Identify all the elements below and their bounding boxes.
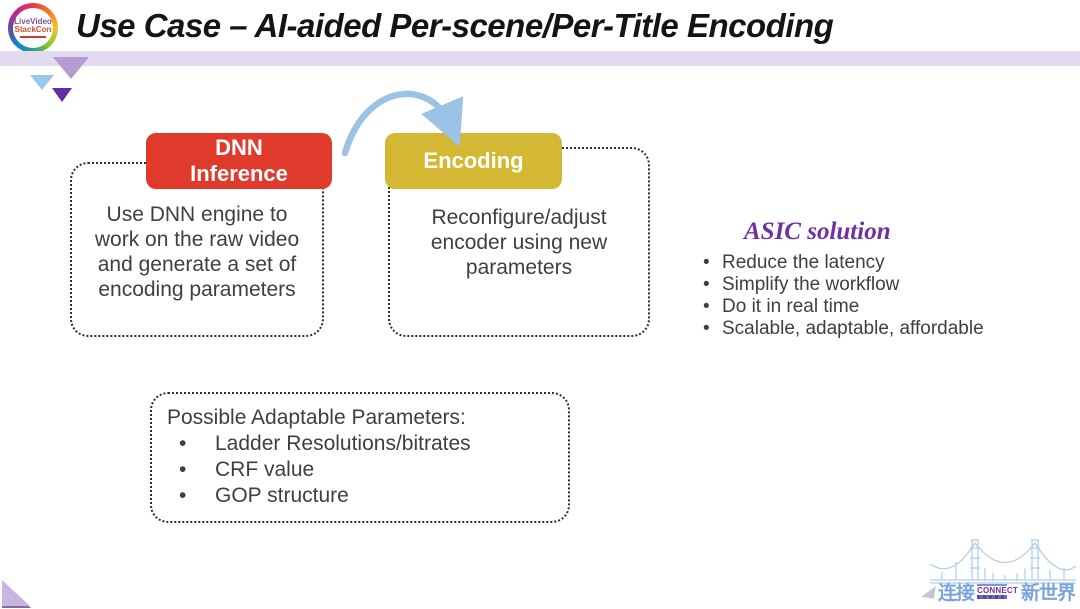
adaptable-parameters-content: Possible Adaptable Parameters: Ladder Re… — [167, 405, 560, 509]
encoding-box: Encoding — [385, 133, 562, 189]
dnn-inference-box: DNN Inference — [146, 133, 332, 189]
curved-arrow-icon — [341, 90, 464, 157]
dnn-label-line2: Inference — [190, 161, 288, 186]
brand-connect-text: CONNECT — [977, 585, 1018, 595]
adaptable-parameters-box: Possible Adaptable Parameters: Ladder Re… — [150, 392, 570, 523]
brand-connect-bar — [977, 594, 1008, 599]
conference-logo: LiveVideo StackCon — [8, 3, 58, 53]
decor-triangle-purple — [53, 57, 89, 79]
brand-triangle-icon — [921, 584, 936, 599]
parameters-heading: Possible Adaptable Parameters: — [167, 406, 466, 429]
asic-bullet: Simplify the workflow — [700, 274, 1070, 296]
logo-line1: LiveVideo — [14, 17, 52, 26]
corner-triangle — [2, 580, 30, 606]
parameters-bullet: GOP structure — [167, 483, 560, 509]
header-accent-band — [0, 51, 1080, 66]
asic-bullet: Do it in real time — [700, 296, 1070, 318]
parameters-bullet: Ladder Resolutions/bitrates — [167, 431, 560, 457]
asic-heading: ASIC solution — [744, 218, 891, 245]
bridge-illustration — [929, 539, 1077, 584]
parameters-bullet: CRF value — [167, 457, 560, 483]
asic-bullet: Scalable, adaptable, affordable — [700, 318, 1070, 340]
asic-bullet-list: Reduce the latency Simplify the workflow… — [700, 252, 1070, 340]
slide-title: Use Case – AI-aided Per-scene/Per-Title … — [76, 7, 834, 44]
dnn-desc-line: and generate a set of — [97, 253, 297, 276]
footer-brand: 连接 CONNECT 新世界 — [921, 580, 1076, 604]
encoding-description-text: Reconfigure/adjust encoder using new par… — [394, 205, 644, 280]
encoding-label: Encoding — [423, 148, 524, 173]
asic-solution-section: ASIC solution Reduce the latency Simplif… — [700, 218, 1070, 340]
brand-connect-topbar — [977, 583, 1008, 586]
conference-logo-text: LiveVideo StackCon — [13, 8, 53, 48]
decor-triangle-blue — [30, 75, 54, 90]
brand-cn-new-world: 新世界 — [1020, 582, 1076, 604]
dnn-description-text: Use DNN engine to work on the raw video … — [76, 202, 318, 302]
dnn-desc-line: Use DNN engine to — [106, 203, 288, 226]
parameters-bullet-list: Ladder Resolutions/bitrates CRF value GO… — [167, 431, 560, 509]
brand-cn-connect: 连接 — [938, 582, 975, 604]
logo-line2: StackCon — [14, 25, 52, 34]
decor-triangle-violet — [52, 88, 72, 102]
dnn-desc-line: work on the raw video — [94, 228, 300, 251]
encoding-desc-line: encoder using new — [430, 231, 608, 254]
logo-rule — [20, 36, 46, 38]
brand-connect-block: CONNECT — [977, 583, 1018, 599]
dnn-label-line1: DNN — [215, 135, 263, 160]
encoding-desc-line: Reconfigure/adjust — [431, 206, 607, 229]
dnn-description-box: Use DNN engine to work on the raw video … — [70, 162, 324, 337]
asic-bullet: Reduce the latency — [700, 252, 1070, 274]
dnn-desc-line: encoding parameters — [98, 278, 296, 301]
encoding-desc-line: parameters — [465, 256, 573, 279]
